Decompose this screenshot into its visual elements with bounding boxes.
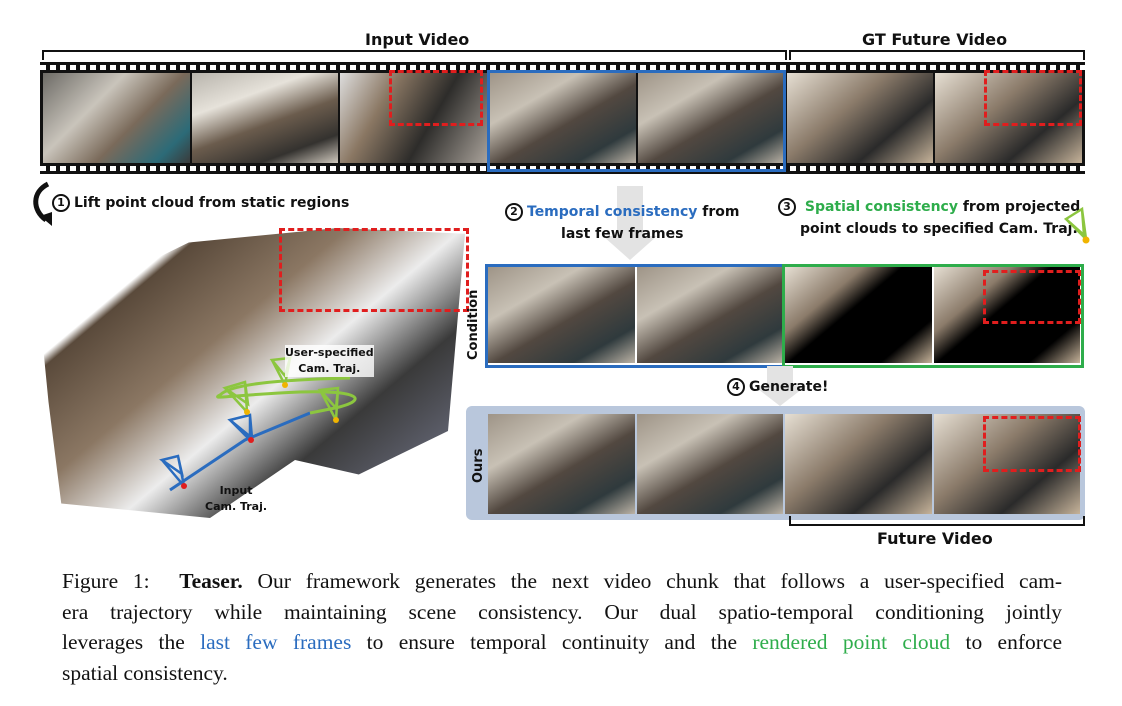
video-frame [786, 73, 934, 163]
output-frame [785, 414, 932, 514]
arrow-head [754, 386, 806, 406]
temporal-condition-box [485, 264, 785, 368]
ours-label: Ours [471, 448, 486, 483]
gt-future-bracket [789, 50, 1085, 60]
camera-icon [1063, 206, 1090, 244]
highlight-box [983, 416, 1081, 472]
highlight-box [279, 228, 469, 312]
arrow-down-icon [617, 186, 643, 236]
highlight-box [984, 70, 1082, 126]
curved-arrow-icon [33, 181, 52, 226]
arrow-head [603, 236, 657, 260]
last-frames-box [487, 70, 786, 172]
input-video-bracket [42, 50, 787, 60]
input-video-label: Input Video [365, 30, 470, 49]
condition-frame [488, 267, 635, 363]
future-video-bracket [789, 516, 1085, 526]
gt-future-label: GT Future Video [862, 30, 1008, 49]
output-frame [636, 414, 783, 514]
output-frame [933, 414, 1080, 514]
ours-frames [488, 414, 1080, 514]
condition-frame [785, 267, 932, 363]
condition-frame [636, 267, 783, 363]
video-frame [935, 73, 1083, 163]
highlight-box [983, 270, 1081, 324]
video-frame [43, 73, 190, 163]
condition-frame [933, 267, 1080, 363]
camera-trajectory-diagram [159, 356, 357, 492]
video-frame [340, 73, 488, 163]
figure-caption: Figure 1: Teaser. Our framework generate… [62, 569, 1062, 685]
output-frame [488, 414, 635, 514]
spatial-condition-box [782, 264, 1084, 368]
arrow-down-icon [767, 366, 793, 386]
video-frame [637, 73, 785, 163]
step-3-label: 3 Spatial consistency from projected poi… [778, 196, 1080, 240]
highlight-box [389, 70, 483, 126]
future-video-label: Future Video [877, 529, 993, 548]
condition-label: Condition [466, 289, 481, 360]
video-frame [191, 73, 339, 163]
video-frame [489, 73, 636, 163]
input-film-strip [40, 62, 1085, 174]
condition-frames [488, 267, 1080, 363]
